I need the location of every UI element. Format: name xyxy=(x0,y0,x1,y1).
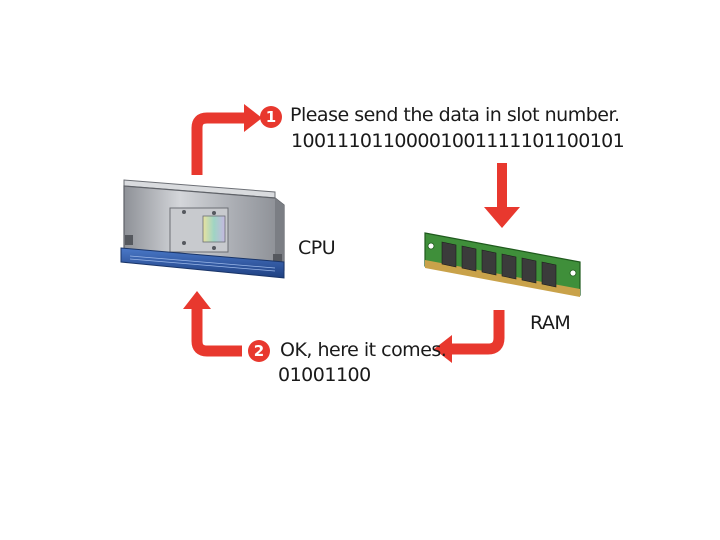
down-arrow xyxy=(484,163,520,228)
step-1-message: Please send the data in slot number. xyxy=(290,104,620,126)
step-2-badge: 2 xyxy=(248,340,270,362)
cpu-label: CPU xyxy=(298,237,336,259)
request-arrow xyxy=(191,104,262,175)
ram-label: RAM xyxy=(530,312,571,334)
step-2-binary: 01001100 xyxy=(278,364,371,386)
step-2-message: OK, here it comes. xyxy=(280,339,447,361)
response-arrow xyxy=(434,310,505,363)
return-to-cpu-arrow xyxy=(183,291,242,357)
step-1-binary: 10011101100001001111101100101 xyxy=(291,130,625,152)
step-1-badge: 1 xyxy=(260,106,282,128)
ram-module xyxy=(424,232,581,297)
cpu-chip xyxy=(120,179,285,279)
